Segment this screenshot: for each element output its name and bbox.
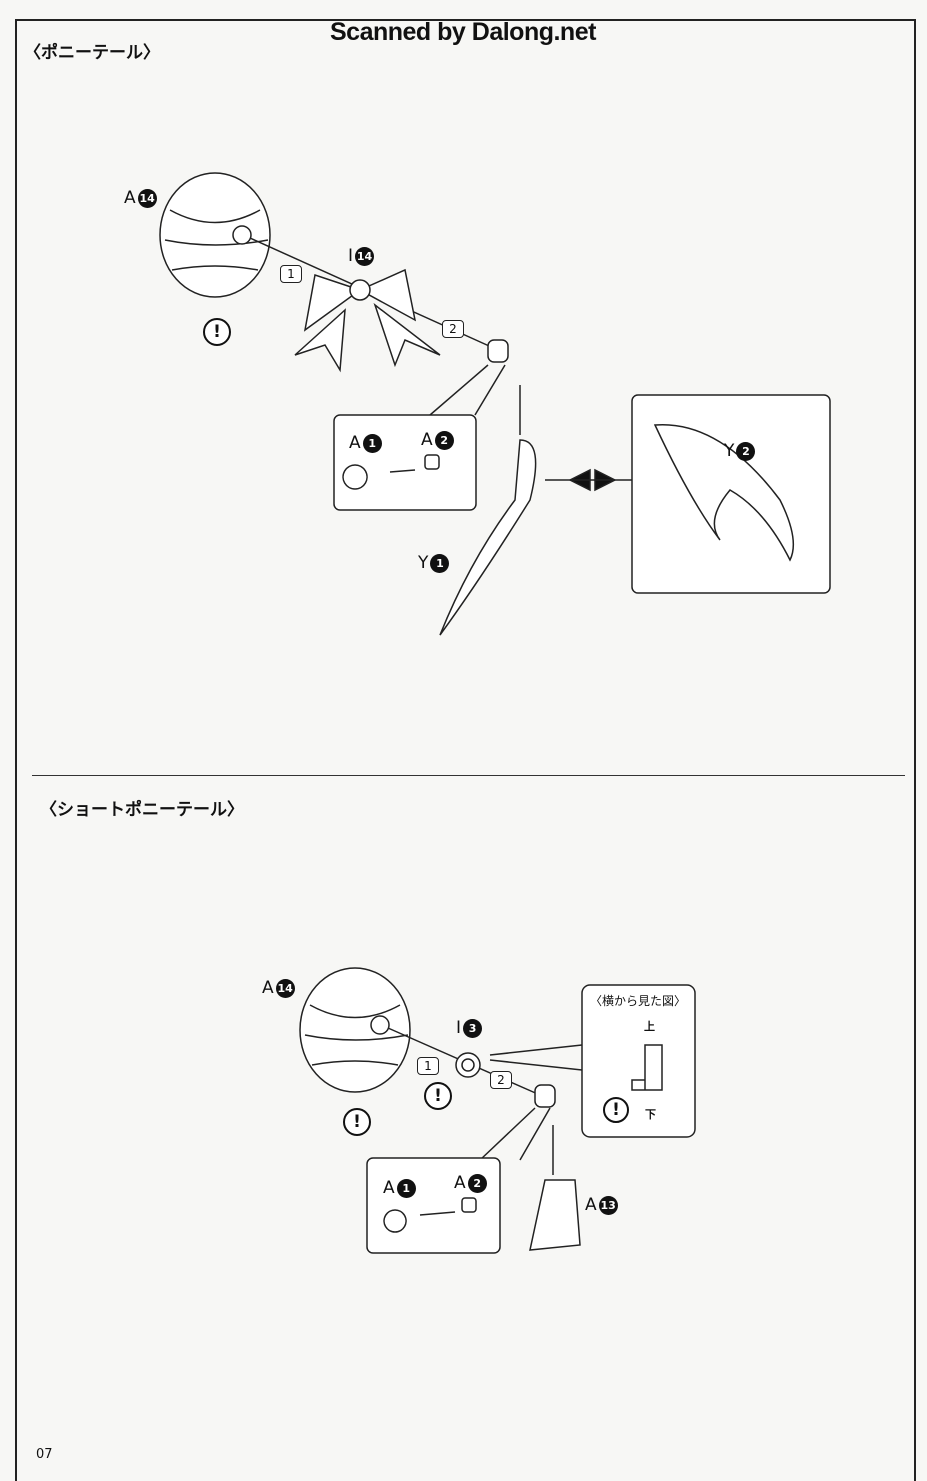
warning-icon-ring: ! [424, 1082, 452, 1110]
ring-i3-illustration [455, 1052, 481, 1078]
step-1-short: 1 [417, 1057, 439, 1075]
step-2: 2 [442, 320, 464, 338]
step-1: 1 [280, 265, 302, 283]
watermark: Scanned by Dalong.net [330, 18, 596, 46]
side-view-title: 〈横から見た図〉 [590, 994, 687, 1008]
tail-a13-illustration [529, 1179, 581, 1251]
section-title-ponytail: 〈ポニーテール〉 [24, 43, 160, 63]
side-view-bottom: 下 [645, 1108, 656, 1121]
section-title-short-ponytail: 〈ショートポニーテール〉 [40, 800, 244, 820]
side-view-top: 上 [644, 1020, 655, 1033]
page-number: 07 [36, 1447, 53, 1462]
hair-bun-illustration [159, 172, 271, 298]
hair-bun-illustration-2 [299, 967, 411, 1093]
warning-icon-side-view: ! [603, 1097, 629, 1123]
tail-y2-illustration [653, 423, 795, 562]
warning-icon: ! [203, 318, 231, 346]
step-2-short: 2 [490, 1071, 512, 1089]
tail-y1-illustration [439, 439, 537, 636]
section-divider [32, 775, 905, 776]
warning-icon-bun: ! [343, 1108, 371, 1136]
page-frame [15, 19, 916, 1481]
